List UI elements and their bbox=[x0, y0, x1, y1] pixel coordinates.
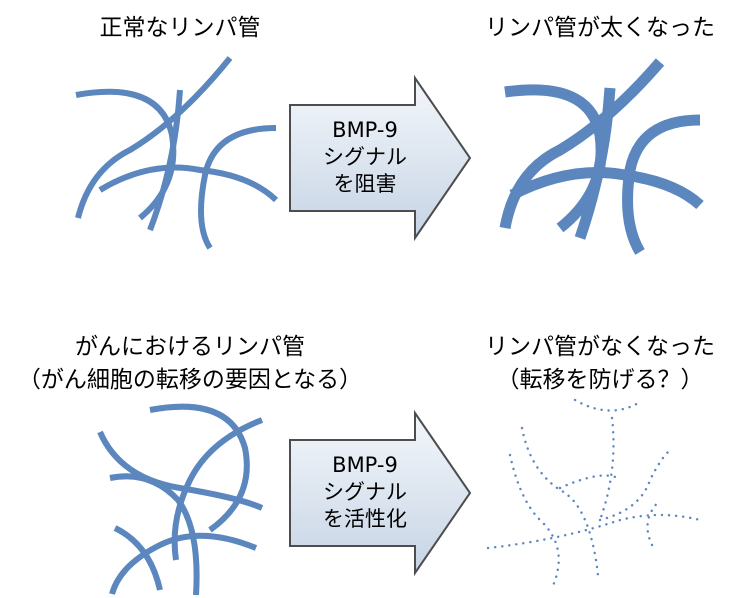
vanished-lymph-vessels bbox=[486, 398, 702, 590]
activate-arrow-label: BMP-9 シグナル を活性化 bbox=[285, 452, 445, 533]
vanished-lymph-subtitle: （転移を防げる？） bbox=[496, 367, 704, 393]
thick-lymph-title: リンパ管が太くなった bbox=[485, 15, 715, 41]
inhibit-arrow-line2: シグナル bbox=[323, 145, 407, 169]
inhibit-arrow-line1: BMP-9 bbox=[332, 118, 398, 142]
cancer-lymph-vessels bbox=[97, 403, 264, 596]
thick-lymph-vessels bbox=[499, 58, 704, 255]
activate-arrow-line3: を活性化 bbox=[323, 507, 407, 531]
normal-lymph-title: 正常なリンパ管 bbox=[99, 15, 261, 41]
inhibit-arrow-shape bbox=[289, 74, 472, 242]
normal-lymph-vessels bbox=[75, 56, 279, 250]
activate-arrow-line1: BMP-9 bbox=[332, 453, 398, 477]
inhibit-arrow-label: BMP-9 シグナル を阻害 bbox=[285, 117, 445, 198]
cancer-lymph-title: がんにおけるリンパ管 bbox=[75, 334, 305, 360]
inhibit-arrow-line3: を阻害 bbox=[333, 172, 397, 196]
cancer-lymph-subtitle: （がん細胞の転移の要因となる） bbox=[17, 367, 363, 393]
activate-arrow-shape bbox=[289, 409, 472, 577]
activate-arrow-line2: シグナル bbox=[323, 480, 407, 504]
vanished-lymph-title: リンパ管がなくなった bbox=[485, 334, 715, 360]
